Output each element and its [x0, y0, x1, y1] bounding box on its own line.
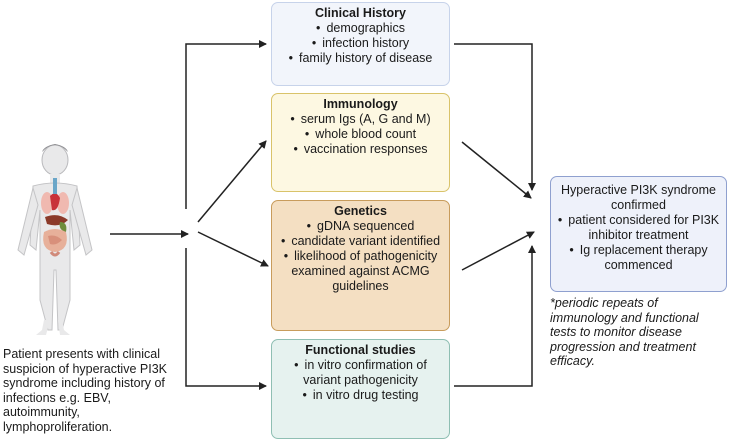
arrow-immunology-to-confirmed: [461, 141, 532, 199]
arrow-to-clinical-history: [185, 40, 267, 209]
list-item: Ig replacement therapy commenced: [557, 243, 720, 273]
diagnosis-confirmed-box: Hyperactive PI3K syndrome confirmed pati…: [550, 176, 727, 292]
list-item: patient considered for PI3K inhibitor tr…: [557, 213, 720, 243]
list-item: candidate variant identified: [278, 234, 443, 249]
arrow-to-immunology: [197, 140, 267, 223]
functional-studies-box: Functional studies in vitro confirmation…: [271, 339, 450, 439]
patient-figure: [17, 144, 93, 335]
arrow-to-functional-studies: [185, 248, 267, 390]
arrow-to-genetics: [197, 231, 269, 267]
immunology-title: Immunology: [323, 97, 398, 111]
connector-arrows: [110, 40, 536, 390]
monitoring-footnote: *periodic repeats of immunology and func…: [550, 296, 699, 368]
diagnosis-confirmed-title: Hyperactive PI3K syndrome confirmed: [561, 183, 716, 212]
arrow-functional-to-confirmed: [454, 245, 536, 387]
list-item: infection history: [278, 36, 443, 51]
clinical-history-title: Clinical History: [315, 6, 406, 20]
list-item: likelihood of pathogenicity examined aga…: [278, 249, 443, 294]
functional-studies-title: Functional studies: [305, 343, 416, 357]
genetics-list: gDNA sequenced candidate variant identif…: [278, 219, 443, 294]
genetics-box: Genetics gDNA sequenced candidate varian…: [271, 200, 450, 331]
immunology-list: serum Igs (A, G and M) whole blood count…: [278, 112, 443, 157]
functional-studies-list: in vitro confirmation of variant pathoge…: [278, 358, 443, 403]
list-item: gDNA sequenced: [278, 219, 443, 234]
list-item: serum Igs (A, G and M): [278, 112, 443, 127]
clinical-history-list: demographics infection history family hi…: [278, 21, 443, 66]
list-item: vaccination responses: [278, 142, 443, 157]
genetics-title: Genetics: [334, 204, 387, 218]
arrow-genetics-to-confirmed: [461, 231, 535, 271]
patient-description: Patient presents with clinical suspicion…: [3, 347, 167, 434]
list-item: in vitro confirmation of variant pathoge…: [278, 358, 443, 388]
list-item: whole blood count: [278, 127, 443, 142]
diagnosis-confirmed-list: patient considered for PI3K inhibitor tr…: [557, 213, 720, 273]
list-item: in vitro drug testing: [278, 388, 443, 403]
immunology-box: Immunology serum Igs (A, G and M) whole …: [271, 93, 450, 192]
arrow-clinical-to-confirmed: [454, 43, 536, 191]
list-item: demographics: [278, 21, 443, 36]
clinical-history-box: Clinical History demographics infection …: [271, 2, 450, 86]
list-item: family history of disease: [278, 51, 443, 66]
